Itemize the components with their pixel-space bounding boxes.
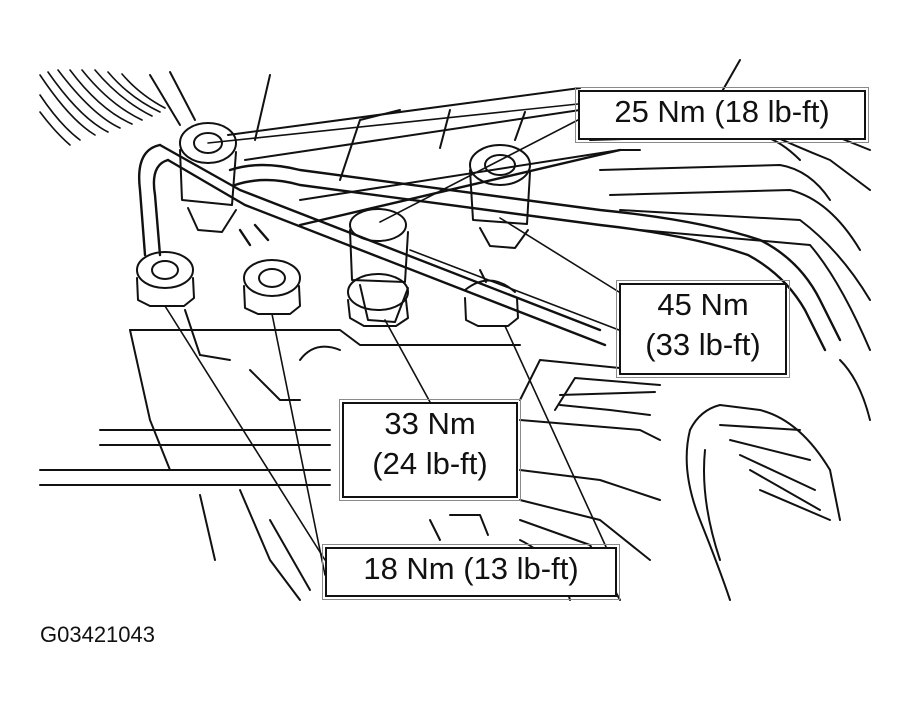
valve-body bbox=[39, 309, 661, 601]
leader-lines bbox=[164, 103, 620, 576]
torque-callout-45nm: 45 Nm (33 lb-ft) bbox=[616, 280, 790, 378]
fitting-nut-bottom-3 bbox=[347, 273, 409, 327]
housing-outline bbox=[149, 59, 871, 421]
torque-callout-25nm: 25 Nm (18 lb-ft) bbox=[575, 87, 869, 143]
brake-lines bbox=[138, 143, 842, 352]
fitting-nut-top-center bbox=[349, 208, 409, 323]
fitting-nut-top-left bbox=[179, 122, 237, 233]
fitting-nut-bottom-2 bbox=[243, 259, 301, 315]
torque-callout-25nm-text: 25 Nm (18 lb-ft) bbox=[614, 94, 830, 129]
torque-callout-33nm-line1: 33 Nm bbox=[384, 406, 476, 441]
hatched-background bbox=[39, 69, 166, 146]
fitting-nut-top-right bbox=[469, 144, 531, 249]
torque-callout-18nm: 18 Nm (13 lb-ft) bbox=[322, 544, 620, 600]
torque-callout-33nm-line2: (24 lb-ft) bbox=[372, 446, 488, 481]
fitting-nut-bottom-4 bbox=[464, 269, 519, 327]
figure-id: G03421043 bbox=[40, 622, 155, 647]
torque-callout-33nm: 33 Nm (24 lb-ft) bbox=[339, 399, 521, 501]
fitting-nut-bottom-1 bbox=[136, 251, 195, 307]
wiring-harness bbox=[685, 404, 841, 601]
torque-callout-45nm-line1: 45 Nm bbox=[657, 287, 749, 322]
torque-callout-18nm-text: 18 Nm (13 lb-ft) bbox=[363, 551, 579, 586]
torque-callout-45nm-line2: (33 lb-ft) bbox=[645, 327, 761, 362]
